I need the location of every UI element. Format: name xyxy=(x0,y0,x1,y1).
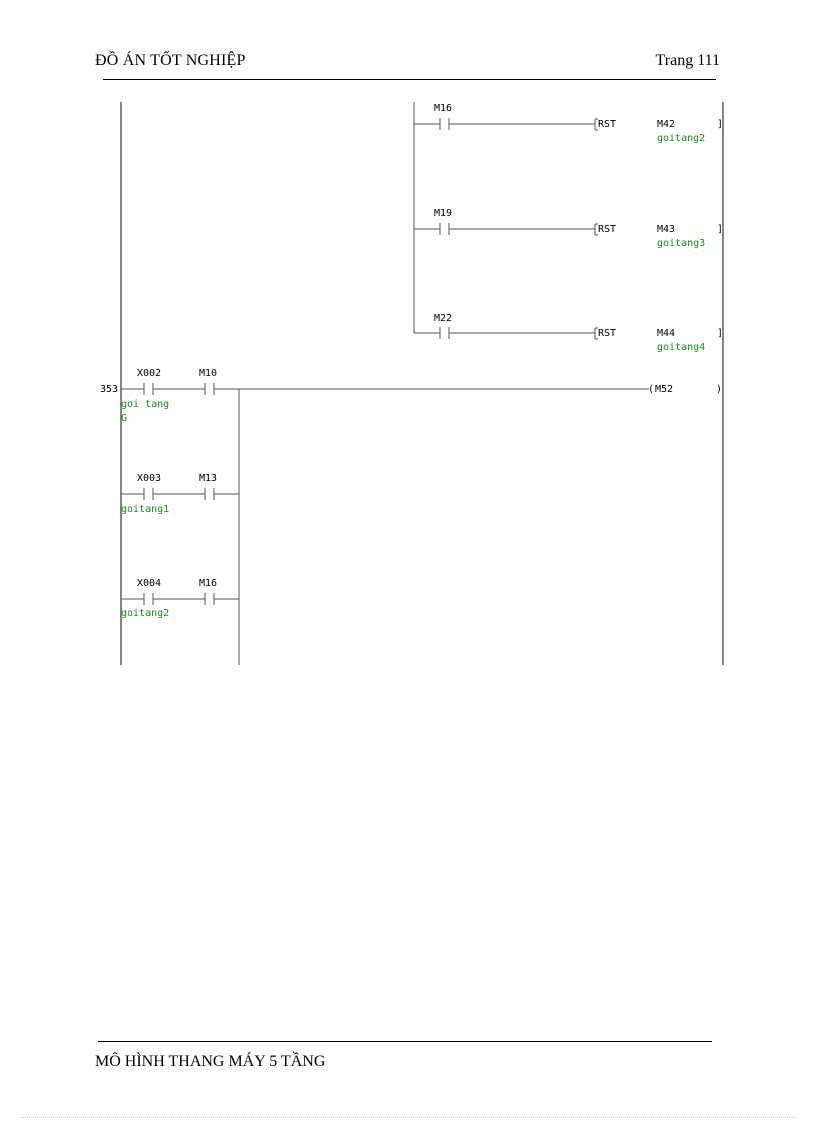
contact-label: M10 xyxy=(199,368,217,379)
input-label: X002 xyxy=(137,368,161,379)
svg-text:(: ( xyxy=(648,384,654,395)
reset-rung-3: M22 RST M44 ] goitang4 xyxy=(414,313,723,353)
header-title: ĐỒ ÁN TỐT NGHIỆP xyxy=(95,52,246,69)
instruction-label: RST xyxy=(598,328,616,339)
reset-rung-2: M19 RST M43 ] goitang3 xyxy=(414,208,723,249)
branch-1: X002 M10 goi tang G xyxy=(121,368,649,424)
instruction-label: RST xyxy=(598,119,616,130)
svg-text:]: ] xyxy=(717,328,723,339)
device-label: M42 xyxy=(657,119,675,130)
step-number: 353 xyxy=(100,384,118,395)
contact-label: M16 xyxy=(199,578,217,589)
input-label: X004 xyxy=(137,578,161,589)
svg-text:]: ] xyxy=(717,119,723,130)
footer-divider xyxy=(98,1041,712,1042)
svg-text:): ) xyxy=(716,384,722,395)
device-label: M43 xyxy=(657,224,675,235)
device-comment: goitang2 xyxy=(657,133,705,144)
contact-label: M19 xyxy=(434,208,452,219)
ladder-diagram: M16 RST M42 ] goitang2 M19 RST M43 ] goi… xyxy=(100,102,724,665)
output-coil: ( M52 ) xyxy=(648,384,722,395)
input-comment: goitang1 xyxy=(121,504,169,515)
footer-title: MÔ HÌNH THANG MÁY 5 TẦNG xyxy=(95,1053,326,1070)
coil-label: M52 xyxy=(655,384,673,395)
page-number: Trang 111 xyxy=(655,52,720,69)
contact-label: M16 xyxy=(434,103,452,114)
header-divider xyxy=(103,79,716,80)
page-edge xyxy=(20,1117,796,1118)
device-comment: goitang4 xyxy=(657,342,705,353)
branch-3: X004 M16 goitang2 xyxy=(121,578,239,619)
svg-text:]: ] xyxy=(717,224,723,235)
input-comment: goitang2 xyxy=(121,608,169,619)
reset-rung-1: M16 RST M42 ] goitang2 xyxy=(414,103,723,144)
contact-label: M13 xyxy=(199,473,217,484)
branch-2: X003 M13 goitang1 xyxy=(121,473,239,515)
input-label: X003 xyxy=(137,473,161,484)
input-comment: goi tang xyxy=(121,399,169,410)
instruction-label: RST xyxy=(598,224,616,235)
device-comment: goitang3 xyxy=(657,238,705,249)
contact-label: M22 xyxy=(434,313,452,324)
device-label: M44 xyxy=(657,328,675,339)
input-comment-line2: G xyxy=(121,413,127,424)
